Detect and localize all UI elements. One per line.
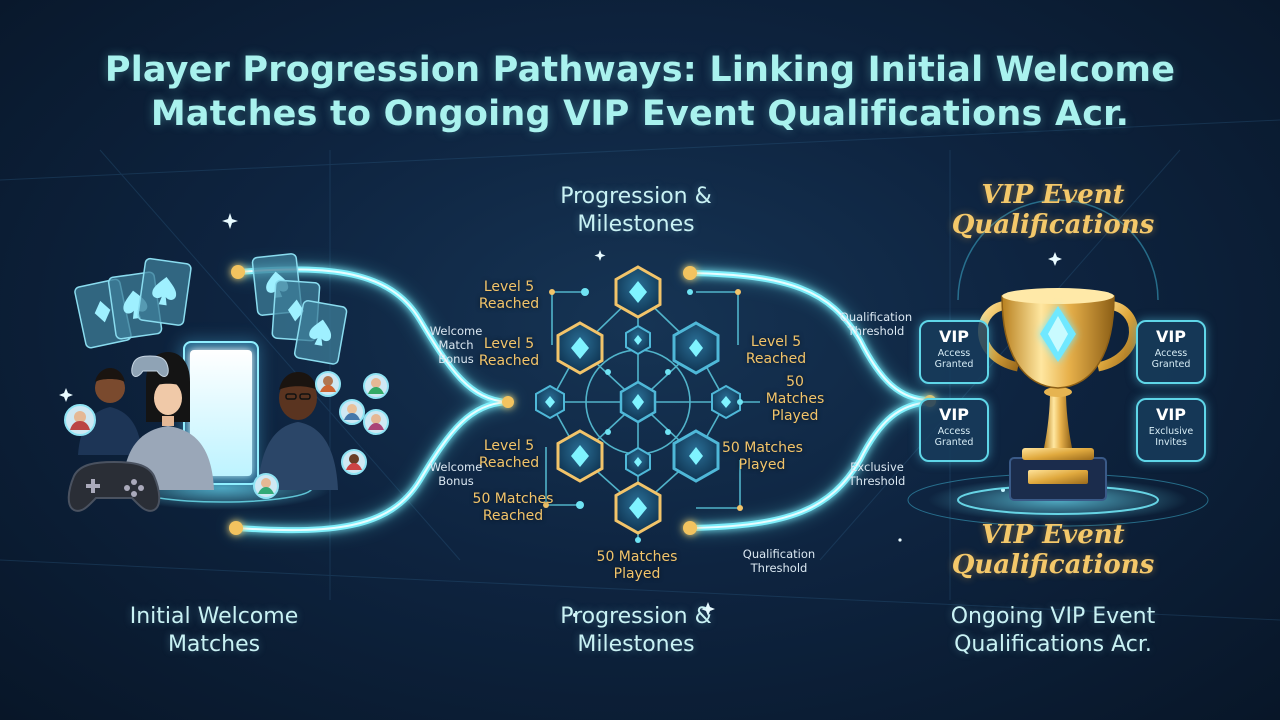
page-title-line-2: Matches to Ongoing VIP Event Qualificati… (150, 94, 1130, 134)
hex-node-inner-bottom (625, 446, 651, 478)
card-3 (137, 257, 192, 326)
avatar-small-5 (363, 409, 389, 435)
hex-node-center (619, 380, 657, 424)
vip-badge-title: VIP (938, 405, 970, 424)
section-label-progression-bottom: Progression &Milestones (506, 603, 766, 659)
vip-badge-exclusive-invites: VIP Exclusive Invites (1136, 398, 1206, 462)
avatar-small-4 (339, 399, 365, 425)
milestone-hex-nodes (535, 265, 743, 543)
hex-node-upper-right (672, 321, 720, 375)
hex-node-lower-right (672, 429, 720, 483)
vip-badge-access-3: VIP Access Granted (919, 398, 989, 462)
hex-node-left (535, 384, 565, 420)
vip-badge-subtitle: Access Granted (1151, 348, 1191, 370)
hex-node-top (614, 265, 662, 319)
hex-node-bottom (614, 481, 662, 535)
vip-badge-access-2: VIP Access Granted (1136, 320, 1206, 384)
vip-trophy (907, 199, 1209, 527)
avatar-small-6 (341, 449, 367, 475)
hex-node-inner-top (625, 324, 651, 356)
vip-badge-title: VIP (1155, 327, 1187, 346)
hex-node-right (711, 384, 741, 420)
glowing-device (112, 340, 332, 510)
hex-node-lower-left (556, 429, 604, 483)
section-progression-top-text: Progression &Milestones (560, 184, 712, 237)
vip-badge-subtitle: Exclusive Invites (1148, 426, 1194, 448)
section-label-progression-top: Progression &Milestones (506, 183, 766, 239)
vip-badge-subtitle: Access Granted (934, 426, 974, 448)
avatar-small-7 (253, 473, 279, 499)
playing-cards (74, 253, 348, 365)
player-man-right (258, 372, 338, 490)
avatar-small-2 (315, 371, 341, 397)
pathways (229, 262, 937, 538)
hex-node-upper-left (556, 321, 604, 375)
vip-badge-subtitle: Access Granted (934, 348, 974, 370)
gamepad-small-icon (131, 355, 169, 377)
vip-badge-access-1: VIP Access Granted (919, 320, 989, 384)
player-avatars (64, 352, 389, 499)
vip-badge-title: VIP (938, 327, 970, 346)
gamepad-large-icon (67, 460, 161, 512)
card-6 (293, 300, 348, 365)
section-progression-bottom-text: Progression &Milestones (560, 604, 712, 657)
avatar-small-1 (64, 404, 96, 436)
vip-badge-title: VIP (1155, 405, 1187, 424)
page-title-line-1: Player Progression Pathways: Linking Ini… (104, 50, 1176, 90)
avatar-small-3 (363, 373, 389, 399)
